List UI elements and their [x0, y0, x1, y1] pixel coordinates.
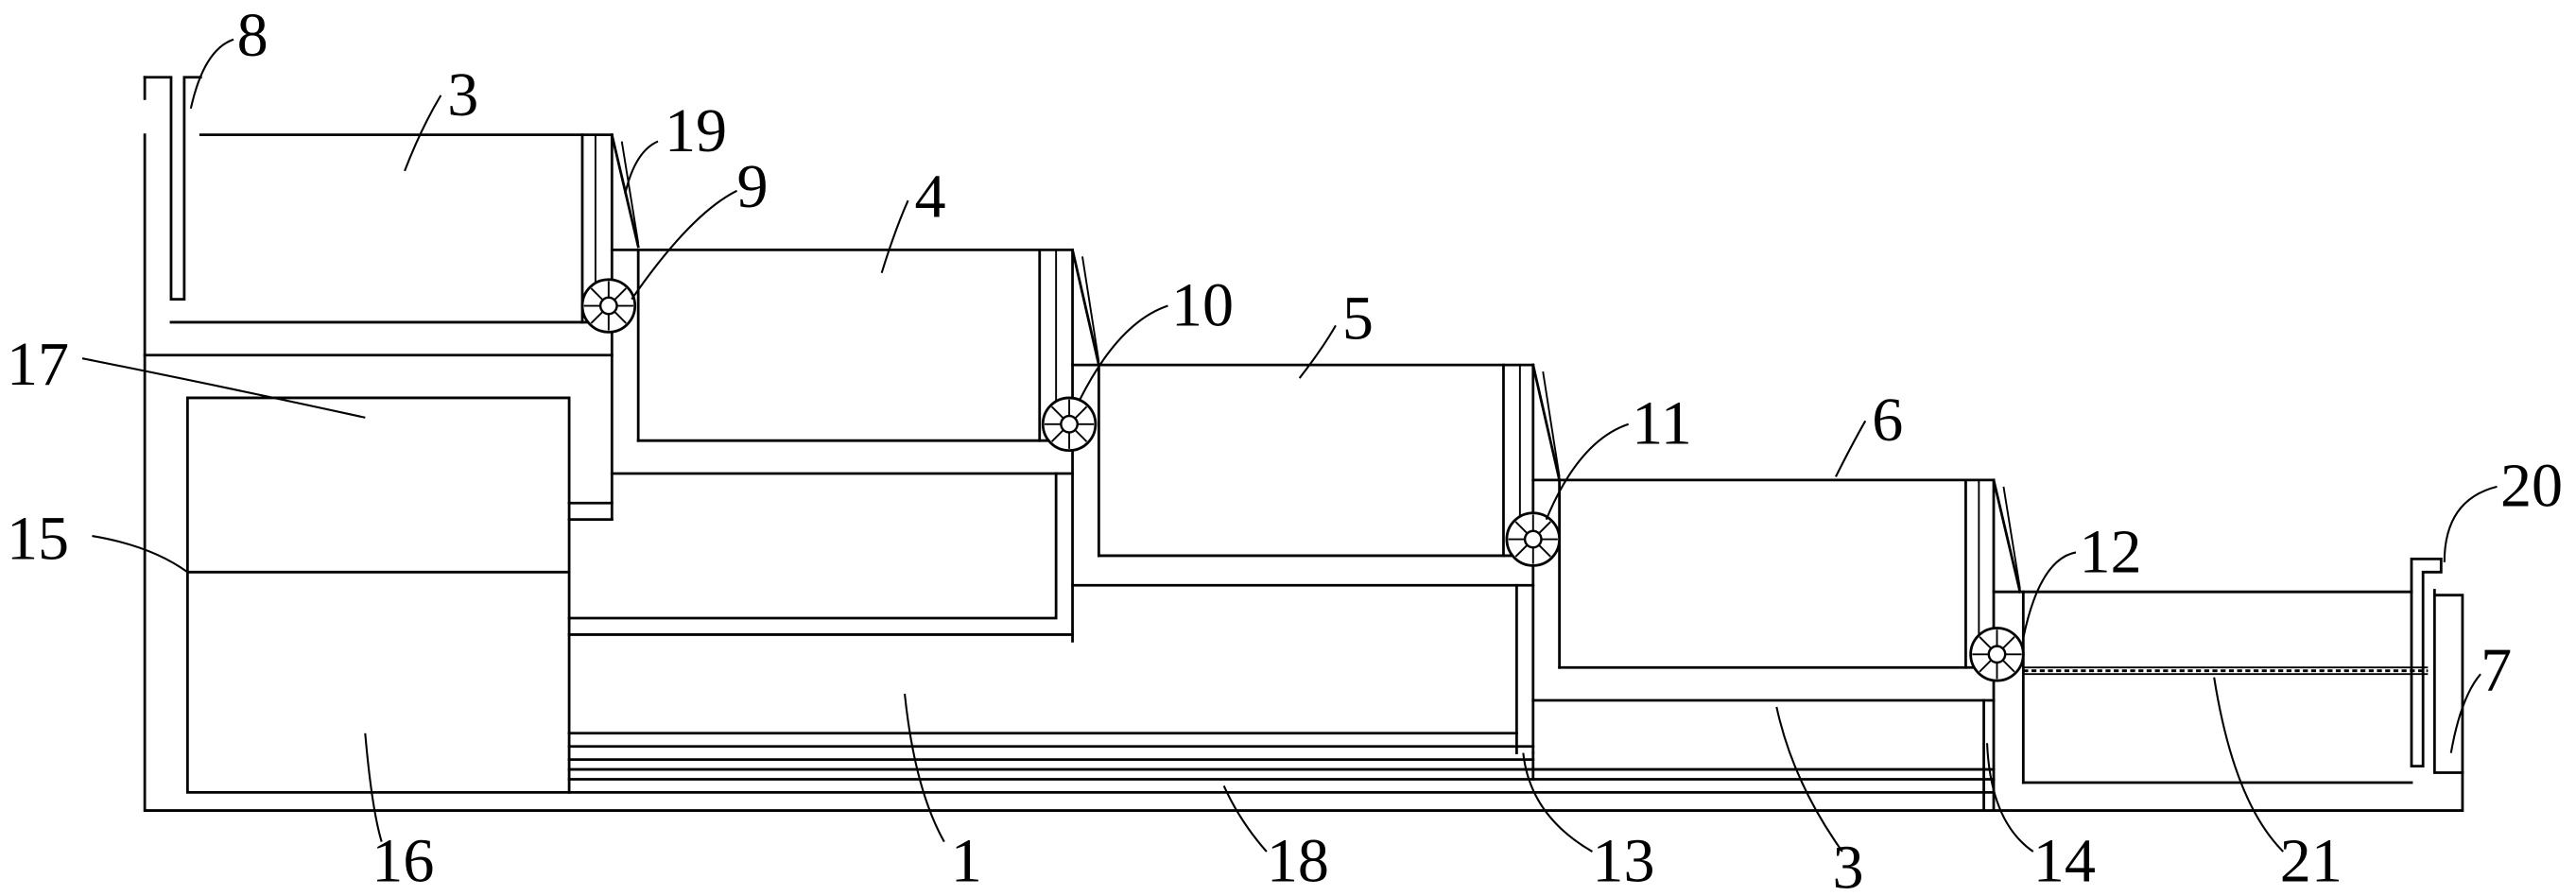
label-6: 6 — [1872, 386, 1903, 455]
leader-5 — [1298, 324, 1337, 379]
label-13: 13 — [1592, 826, 1654, 895]
leader-6 — [1835, 420, 1867, 477]
bottom-pipes — [567, 732, 1996, 794]
leader-17 — [81, 357, 366, 419]
leader-4 — [880, 199, 909, 274]
pump-10 — [1041, 396, 1098, 453]
leader-14 — [1986, 743, 2034, 853]
label-19: 19 — [665, 96, 727, 165]
leader-18 — [1222, 785, 1268, 853]
tank-5 — [1071, 363, 1562, 755]
leader-20 — [2443, 485, 2498, 562]
leader-19 — [624, 140, 659, 195]
leader-21 — [2213, 677, 2285, 853]
label-4: 4 — [914, 163, 945, 232]
label-5: 5 — [1342, 284, 1374, 353]
pump-9 — [580, 278, 637, 334]
label-12: 12 — [2079, 517, 2141, 586]
tank-7 — [1992, 558, 2443, 784]
leader-1 — [904, 693, 945, 843]
label-10: 10 — [1171, 270, 1234, 339]
label-16: 16 — [372, 826, 434, 895]
label-7: 7 — [2481, 636, 2512, 705]
leader-11 — [1545, 422, 1630, 521]
pump-11 — [1505, 511, 1562, 567]
label-8: 8 — [237, 1, 268, 70]
inlet-pipe — [143, 76, 202, 301]
label-15: 15 — [7, 504, 69, 573]
leader-3b — [1775, 706, 1843, 853]
leader-lines — [81, 38, 2498, 853]
label-14: 14 — [2033, 826, 2096, 895]
leader-10 — [1078, 304, 1168, 402]
pump-12 — [1969, 627, 2025, 682]
tank-6 — [1531, 478, 2022, 812]
leader-7 — [2449, 673, 2481, 753]
label-3a: 3 — [447, 60, 478, 129]
reference-labels: 8 3 19 9 4 10 5 17 11 6 20 15 12 7 16 1 … — [7, 1, 2563, 896]
filter-mesh — [2023, 666, 2429, 676]
leader-9 — [631, 189, 738, 301]
collection-chamber — [185, 396, 614, 794]
label-21: 21 — [2280, 826, 2343, 895]
leader-3a — [404, 95, 442, 172]
leader-15 — [92, 535, 188, 574]
label-18: 18 — [1267, 826, 1329, 895]
label-20: 20 — [2500, 452, 2563, 521]
label-11: 11 — [1632, 389, 1692, 458]
leader-13 — [1522, 752, 1593, 853]
label-17: 17 — [7, 330, 69, 399]
label-3b: 3 — [1832, 833, 1863, 896]
label-9: 9 — [737, 152, 769, 221]
leader-16 — [364, 732, 383, 842]
leader-12 — [2022, 551, 2077, 639]
leader-8 — [189, 38, 234, 110]
tank-4 — [610, 248, 1101, 643]
label-1: 1 — [951, 826, 982, 895]
outer-base-frame — [143, 133, 2464, 812]
